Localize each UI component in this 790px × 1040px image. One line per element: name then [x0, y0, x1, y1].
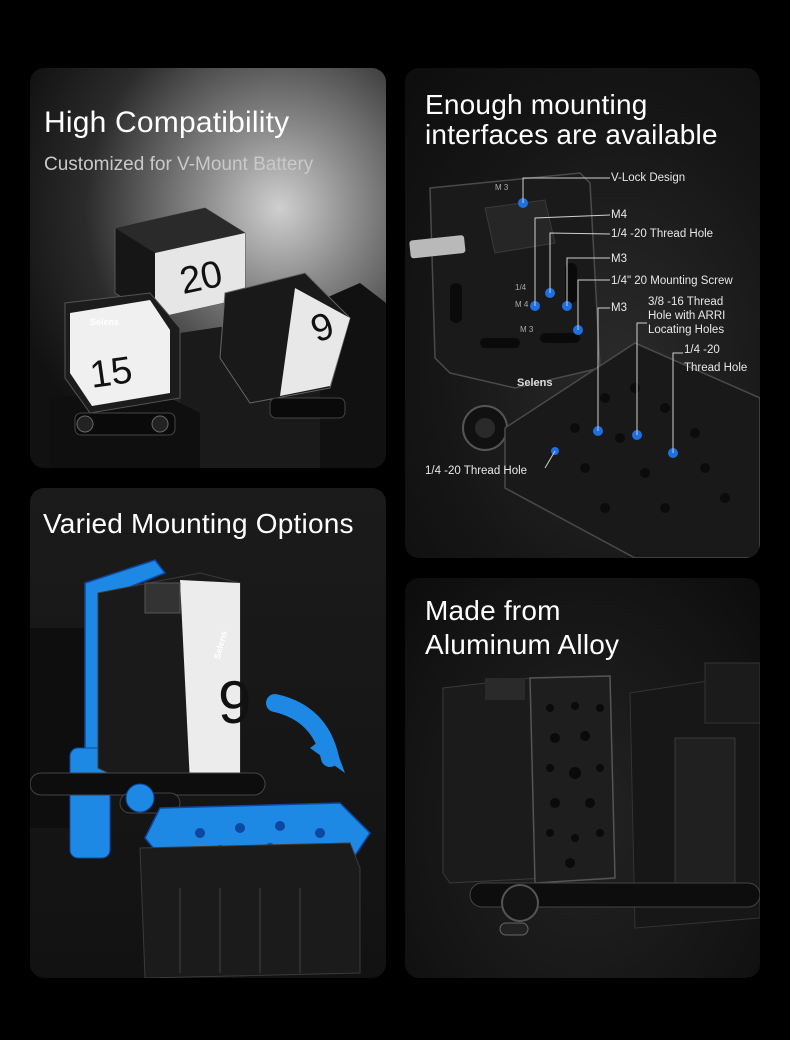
plate-mark-m3-bottom: M 3: [520, 325, 534, 334]
callout-arri-line3: Locating Holes: [648, 324, 725, 336]
battery-number-20: 20: [176, 253, 227, 303]
plate-mark-m3-top: M 3: [495, 183, 509, 192]
panel-aluminum-alloy: Made from Aluminum Alloy: [405, 578, 760, 978]
plate-brand-logo: Selens: [517, 377, 553, 389]
panel-varied-mounting: Selens 9 Varied Mounting Options: [30, 488, 386, 978]
panel-subtitle: Customized for V-Mount Battery: [44, 154, 314, 175]
callout-quarter-20-thread: 1/4 -20 Thread Hole: [611, 228, 714, 240]
mounting-illustration: [30, 559, 371, 978]
panel-title-line2: Aluminum Alloy: [425, 629, 620, 660]
plate-diagram: [409, 172, 760, 558]
callout-arri-line2: Hole with ARRI: [648, 310, 726, 322]
panel-title-line1: Enough mounting: [425, 89, 648, 120]
panel-title: High Compatibility: [44, 106, 290, 139]
batteries-illustration: [50, 207, 386, 468]
callout-bottom-thread-hole: 1/4 -20 Thread Hole: [425, 465, 528, 477]
callout-m3-a: M3: [611, 253, 627, 265]
callout-m4: M4: [611, 209, 627, 221]
plate-mark-quarter: 1/4: [515, 283, 527, 292]
callout-vlock-design: V-Lock Design: [611, 172, 686, 184]
battery-brand-logo: Selens: [90, 317, 120, 327]
callout-m3-b: M3: [611, 302, 627, 314]
panel-mounting-interfaces: M 3 1/4 M 4 M 3 Selens Enough mounting i…: [405, 68, 760, 558]
panel-title-line1: Made from: [425, 595, 561, 626]
panel-title: Varied Mounting Options: [43, 508, 354, 539]
callout-quarter-20-line2: Thread Hole: [684, 362, 748, 374]
rig-illustration: [442, 662, 760, 936]
battery-number-9: 9: [218, 669, 252, 736]
callout-arri-line1: 3/8 -16 Thread: [648, 296, 724, 308]
battery-number-15: 15: [87, 349, 135, 397]
callout-mounting-screw: 1/4" 20 Mounting Screw: [611, 275, 733, 287]
panel-title-line2: interfaces are available: [425, 119, 718, 150]
panel-high-compatibility: 20 15 9 Selens High Compatibility Custom…: [30, 68, 386, 468]
callout-quarter-20-line1: 1/4 -20: [684, 344, 720, 356]
plate-mark-m4: M 4: [515, 300, 529, 309]
